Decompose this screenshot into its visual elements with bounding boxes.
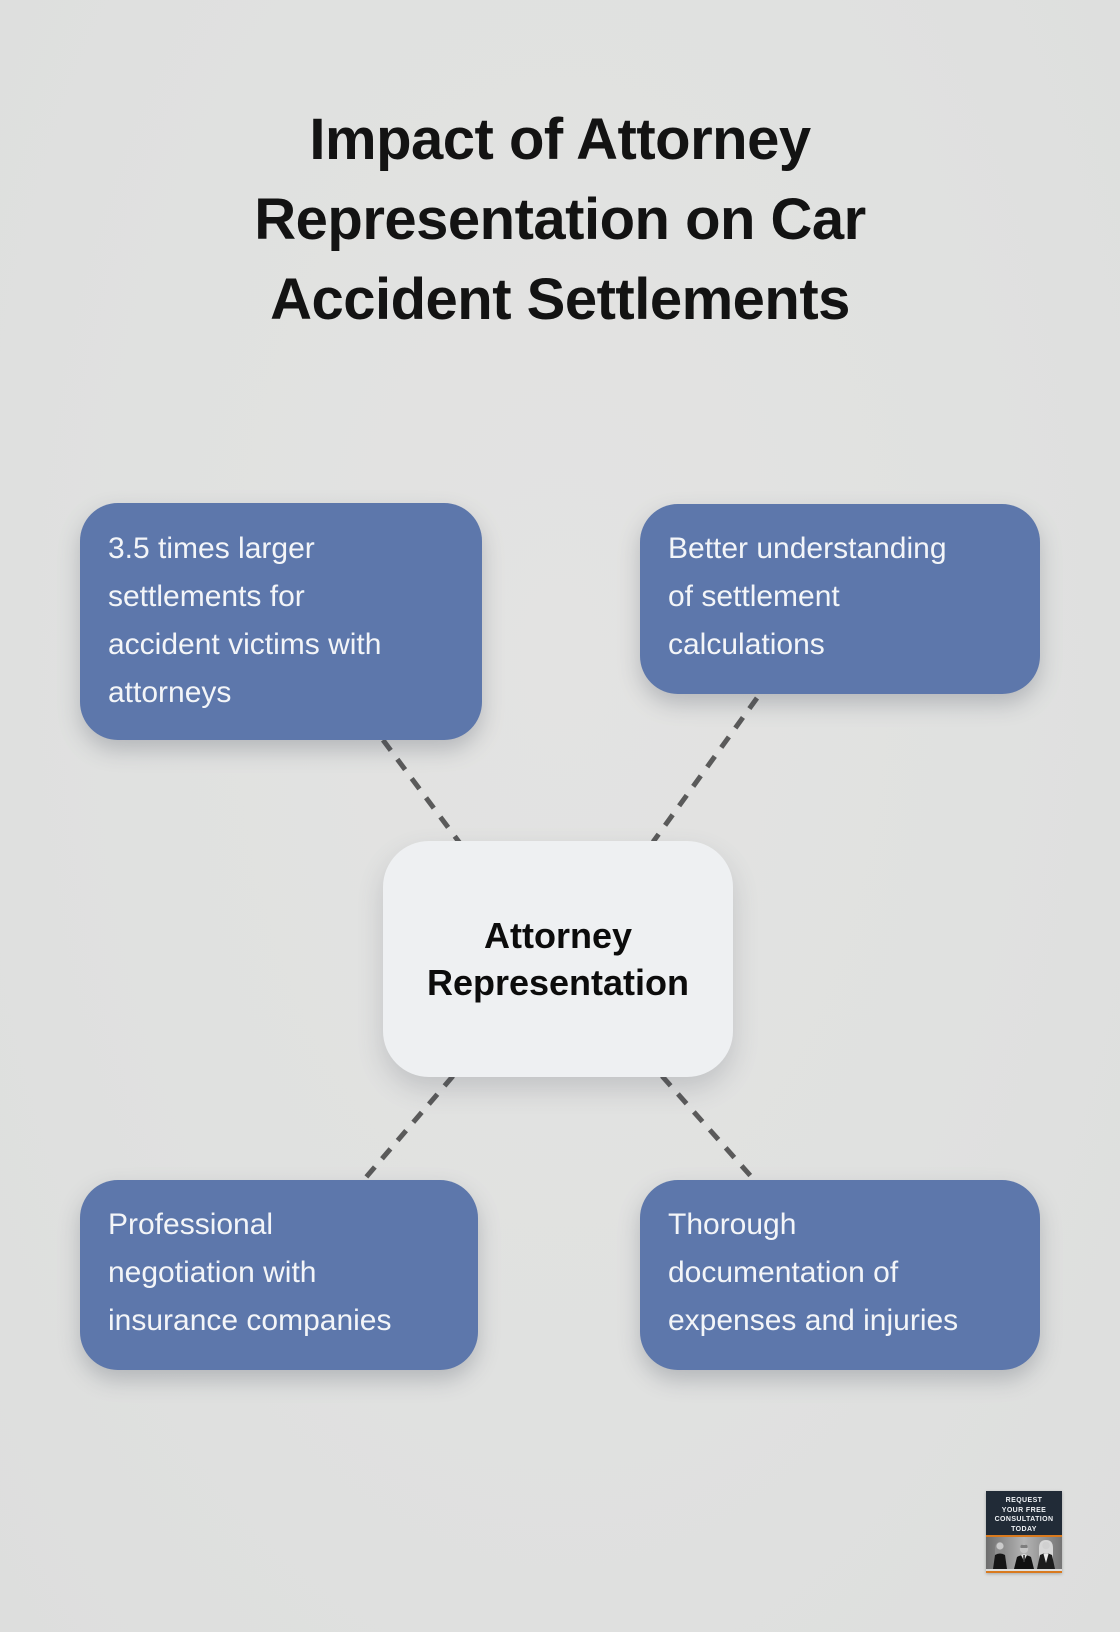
cta-line: YOUR FREE bbox=[1001, 1506, 1047, 1514]
node-top-right: Better understanding of settlement calcu… bbox=[640, 504, 1040, 694]
page-title-line: Impact of Attorney bbox=[309, 107, 811, 172]
node-line: expenses and injuries bbox=[668, 1304, 959, 1337]
node-line: Professional bbox=[108, 1208, 274, 1241]
consultation-cta-badge[interactable]: REQUEST YOUR FREE CONSULTATION TODAY bbox=[986, 1491, 1062, 1573]
center-node-line: Representation bbox=[426, 962, 690, 1003]
node-top-left: 3.5 times larger settlements for acciden… bbox=[80, 503, 482, 740]
cta-line: TODAY bbox=[1011, 1525, 1037, 1533]
node-line: 3.5 times larger bbox=[108, 532, 315, 565]
cta-line: REQUEST bbox=[1005, 1497, 1043, 1504]
badge-bottom-rule bbox=[986, 1571, 1062, 1573]
node-line: accident victims with bbox=[108, 628, 382, 661]
consultation-cta-text: REQUEST YOUR FREE CONSULTATION TODAY bbox=[986, 1491, 1062, 1535]
connector-bottom-right bbox=[660, 1074, 758, 1184]
page-title-line: Representation on Car bbox=[254, 187, 866, 252]
node-line: negotiation with bbox=[108, 1256, 317, 1289]
node-line: settlements for bbox=[108, 580, 305, 613]
node-bottom-right: Thorough documentation of expenses and i… bbox=[640, 1180, 1040, 1370]
node-line: Thorough bbox=[668, 1208, 797, 1241]
node-line: calculations bbox=[668, 628, 825, 661]
node-line: attorneys bbox=[108, 676, 232, 709]
connector-top-left bbox=[380, 738, 465, 848]
node-line: of settlement bbox=[668, 580, 840, 613]
node-line: Better understanding bbox=[668, 532, 947, 565]
cta-line: CONSULTATION bbox=[994, 1516, 1054, 1523]
page-title: Impact of Attorney Representation on Car… bbox=[0, 100, 1120, 340]
node-bottom-left: Professional negotiation with insurance … bbox=[80, 1180, 478, 1370]
connector-bottom-left bbox=[360, 1074, 455, 1184]
center-node-attorney-representation: Attorney Representation bbox=[383, 841, 733, 1077]
badge-accent-rule bbox=[986, 1535, 1062, 1537]
center-node-line: Attorney bbox=[483, 915, 632, 956]
page-title-line: Accident Settlements bbox=[270, 267, 850, 332]
node-line: documentation of bbox=[668, 1256, 899, 1289]
node-line: insurance companies bbox=[108, 1304, 392, 1337]
three-attorneys-photo bbox=[986, 1537, 1062, 1569]
connector-top-right bbox=[650, 696, 760, 844]
